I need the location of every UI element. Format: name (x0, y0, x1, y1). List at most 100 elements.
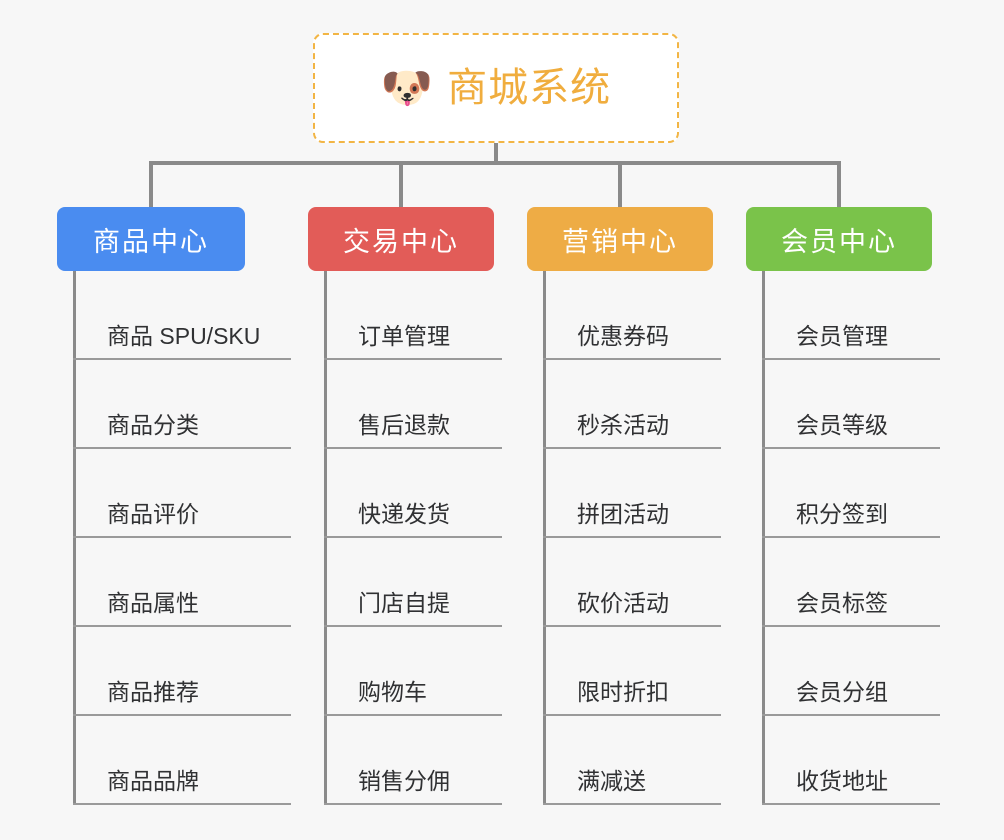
category-header-2[interactable]: 交易中心 (308, 207, 494, 271)
leaf-item-underline (73, 625, 291, 627)
leaf-item[interactable]: 会员标签 (762, 538, 940, 627)
leaf-item[interactable]: 限时折扣 (543, 627, 721, 716)
leaf-item-label: 商品品牌 (107, 768, 199, 794)
leaf-item-underline (73, 447, 291, 449)
category-drop-connector-2 (399, 161, 403, 207)
leaf-item-label: 商品评价 (107, 501, 199, 527)
leaf-item-underline (73, 358, 291, 360)
leaf-item-label: 满减送 (577, 768, 646, 794)
leaf-item-underline (543, 447, 721, 449)
category-drop-connector-3 (618, 161, 622, 207)
category-header-label: 会员中心 (781, 226, 897, 257)
category-header-4[interactable]: 会员中心 (746, 207, 932, 271)
leaf-list-4: 会员管理会员等级积分签到会员标签会员分组收货地址 (762, 271, 940, 805)
leaf-item[interactable]: 秒杀活动 (543, 360, 721, 449)
leaf-item-underline (543, 714, 721, 716)
root-title: 商城系统 (447, 66, 612, 110)
leaf-item-underline (73, 536, 291, 538)
leaf-item-underline (543, 358, 721, 360)
leaf-item-label: 拼团活动 (577, 501, 669, 527)
leaf-item-underline (762, 625, 940, 627)
leaf-item[interactable]: 商品属性 (73, 538, 291, 627)
leaf-item-underline (762, 358, 940, 360)
horizontal-bus-connector (150, 161, 840, 165)
leaf-item-label: 购物车 (358, 679, 427, 705)
leaf-item-underline (762, 803, 940, 805)
leaf-item[interactable]: 会员分组 (762, 627, 940, 716)
leaf-spine-connector-1 (73, 271, 76, 805)
leaf-item-underline (762, 447, 940, 449)
category-drop-connector-4 (837, 161, 841, 207)
leaf-item-label: 会员管理 (796, 323, 888, 349)
leaf-item-label: 订单管理 (358, 323, 450, 349)
leaf-item[interactable]: 购物车 (324, 627, 502, 716)
leaf-item[interactable]: 优惠券码 (543, 271, 721, 360)
leaf-item-underline (543, 536, 721, 538)
leaf-item-label: 商品 SPU/SKU (107, 323, 261, 349)
leaf-item[interactable]: 满减送 (543, 716, 721, 805)
category-column-3: 营销中心优惠券码秒杀活动拼团活动砍价活动限时折扣满减送 (527, 207, 721, 805)
leaf-item[interactable]: 会员等级 (762, 360, 940, 449)
category-column-2: 交易中心订单管理售后退款快递发货门店自提购物车销售分佣 (308, 207, 502, 805)
leaf-item[interactable]: 售后退款 (324, 360, 502, 449)
leaf-item-label: 会员分组 (796, 679, 888, 705)
leaf-item-label: 砍价活动 (577, 590, 669, 616)
leaf-item-label: 销售分佣 (358, 768, 450, 794)
leaf-item-underline (324, 714, 502, 716)
leaf-item-underline (324, 447, 502, 449)
leaf-list-2: 订单管理售后退款快递发货门店自提购物车销售分佣 (324, 271, 502, 805)
leaf-item[interactable]: 砍价活动 (543, 538, 721, 627)
leaf-item-underline (543, 803, 721, 805)
leaf-item[interactable]: 销售分佣 (324, 716, 502, 805)
leaf-item-label: 优惠券码 (577, 323, 669, 349)
leaf-item-underline (762, 714, 940, 716)
leaf-spine-connector-4 (762, 271, 765, 805)
leaf-item[interactable]: 商品推荐 (73, 627, 291, 716)
leaf-item[interactable]: 会员管理 (762, 271, 940, 360)
leaf-item-label: 商品推荐 (107, 679, 199, 705)
leaf-item[interactable]: 商品品牌 (73, 716, 291, 805)
leaf-list-1: 商品 SPU/SKU 商品分类商品评价商品属性商品推荐商品品牌 (73, 271, 291, 805)
leaf-item-label: 商品分类 (107, 412, 199, 438)
leaf-item-label: 门店自提 (358, 590, 450, 616)
leaf-item[interactable]: 商品 SPU/SKU (73, 271, 291, 360)
leaf-item[interactable]: 商品评价 (73, 449, 291, 538)
leaf-item-underline (762, 536, 940, 538)
leaf-item-underline (324, 625, 502, 627)
leaf-item[interactable]: 商品分类 (73, 360, 291, 449)
leaf-item-underline (73, 803, 291, 805)
leaf-item-label: 快递发货 (358, 501, 450, 527)
leaf-item-label: 积分签到 (796, 501, 888, 527)
leaf-item[interactable]: 收货地址 (762, 716, 940, 805)
root-node[interactable]: 🐶 商城系统 (313, 33, 679, 143)
category-column-1: 商品中心商品 SPU/SKU 商品分类商品评价商品属性商品推荐商品品牌 (57, 207, 291, 805)
category-drop-connector-1 (149, 161, 153, 207)
leaf-item-label: 限时折扣 (577, 679, 669, 705)
leaf-item[interactable]: 快递发货 (324, 449, 502, 538)
leaf-item[interactable]: 拼团活动 (543, 449, 721, 538)
category-header-1[interactable]: 商品中心 (57, 207, 245, 271)
leaf-item-label: 会员等级 (796, 412, 888, 438)
root-stem-connector (494, 143, 498, 165)
category-header-label: 营销中心 (562, 226, 678, 257)
category-header-label: 商品中心 (93, 226, 209, 257)
leaf-item-underline (324, 536, 502, 538)
leaf-item-underline (324, 358, 502, 360)
leaf-item-underline (543, 625, 721, 627)
leaf-item-label: 售后退款 (358, 412, 450, 438)
leaf-item-label: 会员标签 (796, 590, 888, 616)
leaf-item[interactable]: 积分签到 (762, 449, 940, 538)
category-header-label: 交易中心 (343, 226, 459, 257)
leaf-item[interactable]: 订单管理 (324, 271, 502, 360)
leaf-item-label: 商品属性 (107, 590, 199, 616)
leaf-list-3: 优惠券码秒杀活动拼团活动砍价活动限时折扣满减送 (543, 271, 721, 805)
leaf-item-underline (324, 803, 502, 805)
leaf-item-underline (73, 714, 291, 716)
leaf-spine-connector-3 (543, 271, 546, 805)
leaf-item[interactable]: 门店自提 (324, 538, 502, 627)
category-header-3[interactable]: 营销中心 (527, 207, 713, 271)
leaf-item-label: 秒杀活动 (577, 412, 669, 438)
leaf-item-label: 收货地址 (796, 768, 888, 794)
leaf-spine-connector-2 (324, 271, 327, 805)
